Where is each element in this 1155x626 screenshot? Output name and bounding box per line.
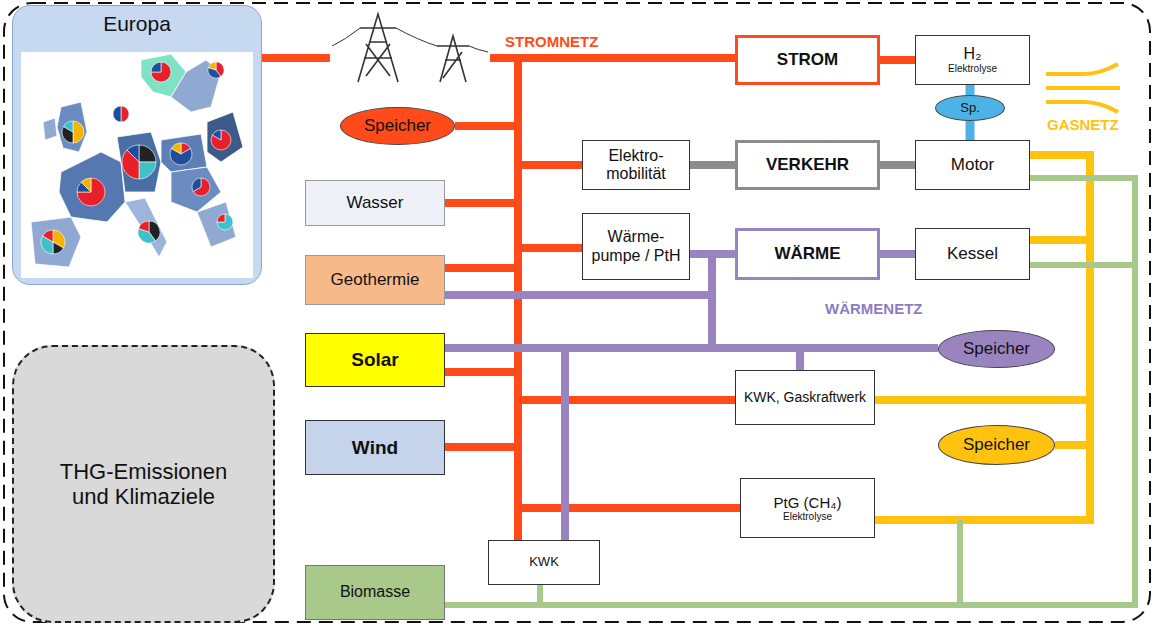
process-box: Wärme- pumpe / PtH xyxy=(582,213,690,280)
europe-map xyxy=(21,52,253,278)
node-text: STROM xyxy=(777,50,838,70)
network-label: WÄRMENETZ xyxy=(825,300,923,317)
network-line xyxy=(966,85,975,95)
node-text: Europa xyxy=(103,12,171,36)
node-text: Geothermie xyxy=(331,270,420,290)
source-box: Biomasse xyxy=(305,565,445,620)
network-line xyxy=(880,161,915,169)
process-box: Motor xyxy=(915,140,1030,190)
network-line xyxy=(690,161,735,169)
node-text: Wasser xyxy=(347,193,404,213)
storage-ellipse: Speicher xyxy=(340,107,455,145)
network-label: STROMNETZ xyxy=(505,33,598,50)
sector-box: STROM xyxy=(735,35,880,85)
process-box: Elektro- mobilität xyxy=(582,140,690,190)
node-text: H₂ xyxy=(964,45,982,63)
network-line xyxy=(565,254,735,540)
source-box: Wasser xyxy=(305,180,445,226)
node-text: Kessel xyxy=(947,244,998,264)
storage-ellipse: Speicher xyxy=(938,425,1055,465)
network-label: GASNETZ xyxy=(1047,116,1119,133)
node-text: KWK, Gaskraftwerk xyxy=(744,389,866,405)
storage-ellipse: Sp. xyxy=(935,95,1005,121)
process-box: Kessel xyxy=(915,228,1030,280)
node-text: VERKEHR xyxy=(766,155,849,175)
source-box: Wind xyxy=(305,420,445,475)
node-text: Wärme- pumpe / PtH xyxy=(589,228,683,265)
network-line xyxy=(880,250,915,258)
node-text: Elektrolyse xyxy=(948,63,997,75)
network-line xyxy=(445,58,735,372)
pylon-icon xyxy=(330,5,490,87)
biogas-feed-line xyxy=(957,520,963,605)
node-text: KWK xyxy=(529,555,559,570)
node-text: PtG (CH₄) xyxy=(774,494,842,511)
node-text: THG-Emissionen und Klimaziele xyxy=(52,459,235,510)
network-line xyxy=(518,58,740,508)
network-line xyxy=(880,56,915,64)
process-box: PtG (CH₄)Elektrolyse xyxy=(740,478,875,538)
source-box: Geothermie xyxy=(305,255,445,305)
node-text: WÄRME xyxy=(774,244,840,264)
node-text: Sp. xyxy=(960,101,980,116)
network-line xyxy=(445,58,735,447)
process-box: H₂Elektrolyse xyxy=(915,35,1030,85)
network-line xyxy=(455,58,735,126)
node-text: Motor xyxy=(951,155,994,175)
network-line xyxy=(445,265,1135,605)
sector-box: WÄRME xyxy=(735,228,880,280)
node-text: Speicher xyxy=(364,116,431,136)
network-line xyxy=(966,121,975,140)
node-text: Solar xyxy=(351,349,399,371)
node-text: Speicher xyxy=(963,339,1030,359)
network-line xyxy=(445,178,1135,605)
storage-ellipse: Speicher xyxy=(938,330,1055,368)
node-text: Speicher xyxy=(963,435,1030,455)
process-box: KWK, Gaskraftwerk xyxy=(735,370,875,425)
system-boundary xyxy=(4,3,1150,622)
node-text: Biomasse xyxy=(340,583,410,601)
region-panel: Europa xyxy=(12,5,262,285)
node-text: Elektro- mobilität xyxy=(589,147,683,184)
node-text: Elektrolyse xyxy=(783,511,832,523)
sector-box: VERKEHR xyxy=(735,140,880,190)
source-box: Solar xyxy=(305,333,445,387)
node-text: Wind xyxy=(352,437,398,459)
target-panel: THG-Emissionen und Klimaziele xyxy=(12,345,275,623)
process-box: KWK xyxy=(488,540,600,585)
gas-grid-icon xyxy=(1046,64,1120,112)
